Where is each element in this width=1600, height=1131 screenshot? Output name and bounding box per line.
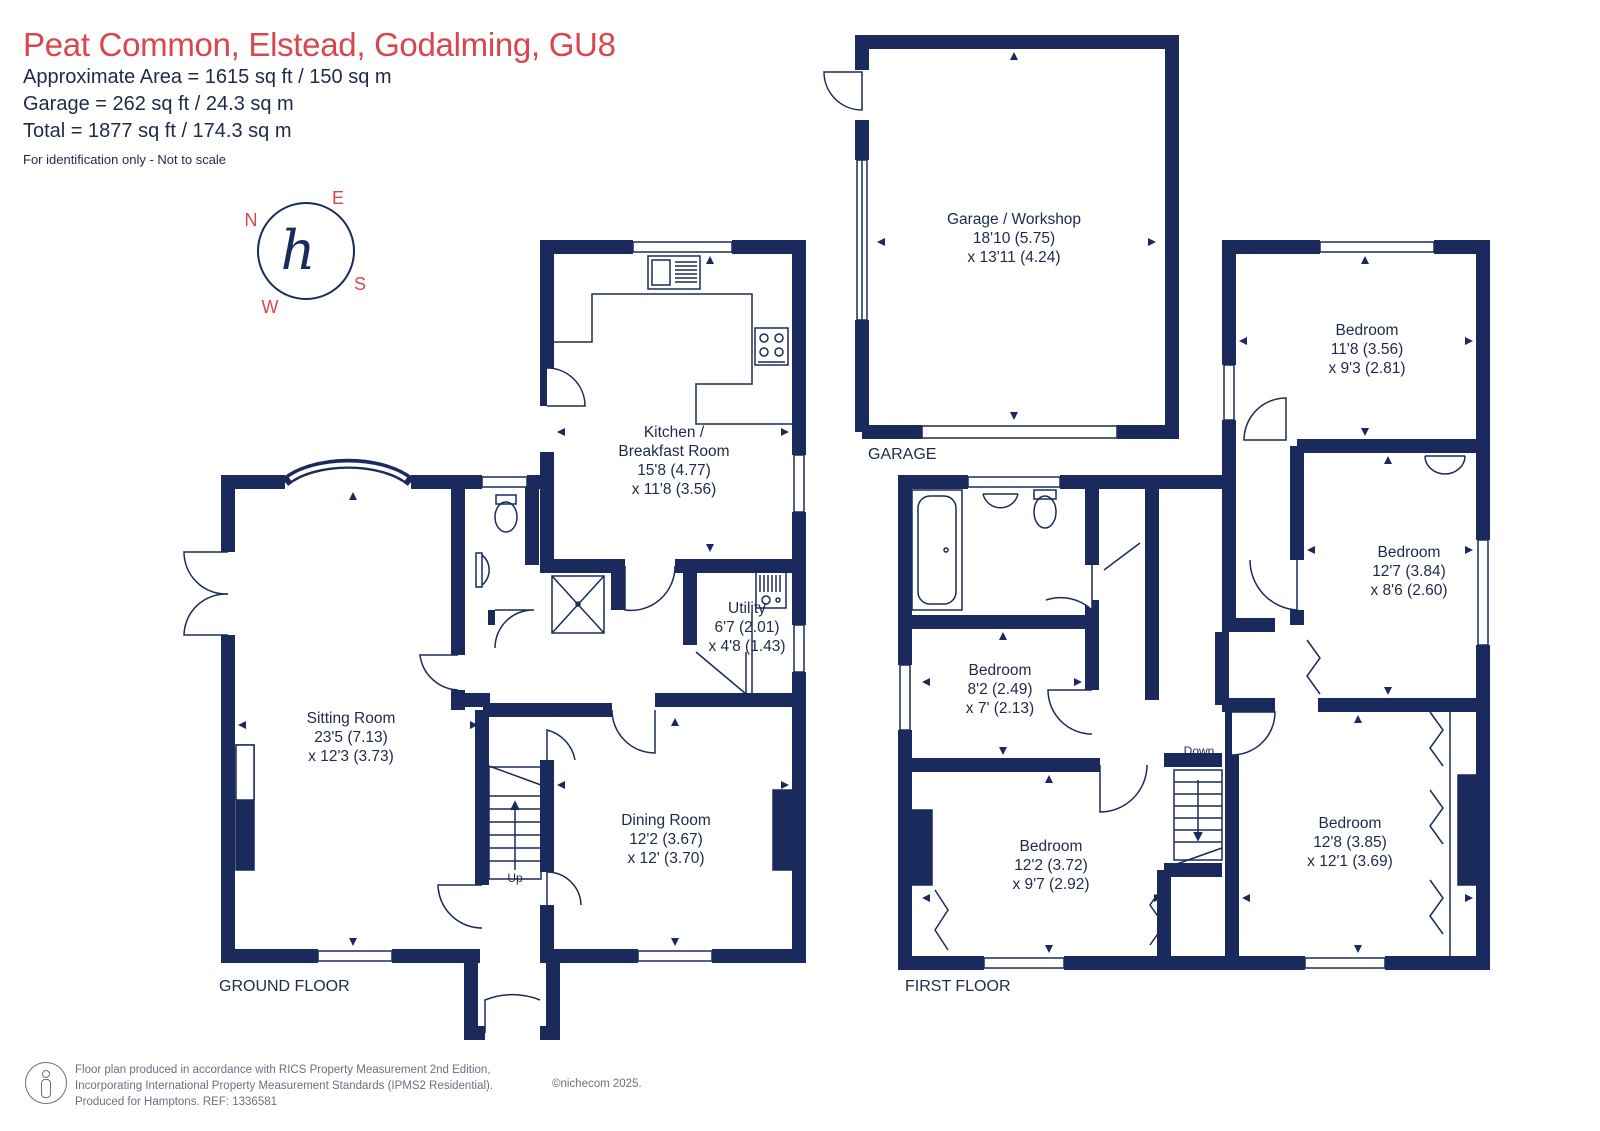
kitchen-dim2: x 11'8 (3.56) [632, 481, 717, 498]
bedroom4-dim2: x 9'7 (2.92) [1012, 876, 1089, 893]
bedroom3-dim1: 8'2 (2.49) [968, 681, 1033, 698]
garage-label: GARAGE [868, 446, 936, 463]
footer-line-1: Floor plan produced in accordance with R… [75, 1064, 491, 1076]
garage-fixtures [823, 71, 1118, 439]
utility-dim2: x 4'8 (1.43) [708, 638, 785, 655]
scale-disclaimer: For identification only - Not to scale [23, 152, 227, 167]
ground-floor-fixtures [183, 241, 805, 1033]
first-floor-fixtures [899, 241, 1489, 969]
dining-room-dim2: x 12' (3.70) [627, 850, 704, 867]
sitting-room-dim2: x 12'3 (3.73) [308, 748, 394, 765]
bedroom3-name: Bedroom [969, 662, 1032, 679]
bedroom2-dim2: x 8'6 (2.60) [1370, 582, 1447, 599]
sitting-room-name: Sitting Room [307, 710, 396, 727]
footer-line-2: Incorporating International Property Mea… [75, 1080, 494, 1092]
garage-area: Garage = 262 sq ft / 24.3 sq m [23, 93, 294, 115]
sitting-room-dim1: 23'5 (7.13) [314, 729, 388, 746]
compass-logo-letter: h [281, 219, 316, 282]
bedroom3-dim2: x 7' (2.13) [966, 700, 1034, 717]
bedroom1-dim1: 11'8 (3.56) [1331, 341, 1403, 358]
compass-logo [257, 202, 355, 300]
dining-room-name: Dining Room [621, 812, 711, 829]
copyright: ©nichecom 2025. [552, 1078, 642, 1090]
property-address: Peat Common, Elstead, Godalming, GU8 [23, 26, 616, 63]
dining-room-dim1: 12'2 (3.67) [629, 831, 703, 848]
rics-info-icon [25, 1062, 67, 1104]
ground-floor-walls [221, 240, 806, 1040]
compass-n: N [245, 210, 258, 230]
garage-walls [855, 35, 1179, 439]
dimension-arrows [238, 52, 1473, 953]
compass-e: E [332, 188, 344, 208]
bedroom4-dim1: 12'2 (3.72) [1014, 857, 1088, 874]
utility-dim1: 6'7 (2.01) [715, 619, 780, 636]
bedroom5-name: Bedroom [1319, 815, 1382, 832]
garage-room-dim2: x 13'11 (4.24) [967, 249, 1060, 266]
garage-room-dim1: 18'10 (5.75) [973, 230, 1055, 247]
utility-name: Utility [728, 600, 766, 617]
bedroom1-name: Bedroom [1336, 322, 1399, 339]
footer-line-3: Produced for Hamptons. REF: 1336581 [75, 1096, 278, 1108]
bedroom2-name: Bedroom [1378, 544, 1441, 561]
bedroom2-dim1: 12'7 (3.84) [1372, 563, 1446, 580]
stairs-down-label: Down [1184, 744, 1215, 758]
compass-w: W [262, 297, 279, 317]
kitchen-name2: Breakfast Room [618, 443, 729, 460]
bedroom5-dim1: 12'8 (3.85) [1313, 834, 1387, 851]
first-floor-label: FIRST FLOOR [905, 978, 1011, 995]
ground-floor-label: GROUND FLOOR [219, 978, 350, 995]
footer-notes: Floor plan produced in accordance with R… [75, 1062, 493, 1110]
total-area: Total = 1877 sq ft / 174.3 sq m [23, 120, 292, 142]
kitchen-name: Kitchen / [644, 424, 705, 441]
approx-area: Approximate Area = 1615 sq ft / 150 sq m [23, 66, 392, 88]
garage-room-name: Garage / Workshop [947, 211, 1081, 228]
compass-s: S [354, 274, 366, 294]
bedroom5-dim2: x 12'1 (3.69) [1307, 853, 1393, 870]
bedroom1-dim2: x 9'3 (2.81) [1328, 360, 1405, 377]
stairs-up-label: Up [507, 871, 523, 885]
kitchen-dim1: 15'8 (4.77) [637, 462, 711, 479]
bedroom4-name: Bedroom [1020, 838, 1083, 855]
